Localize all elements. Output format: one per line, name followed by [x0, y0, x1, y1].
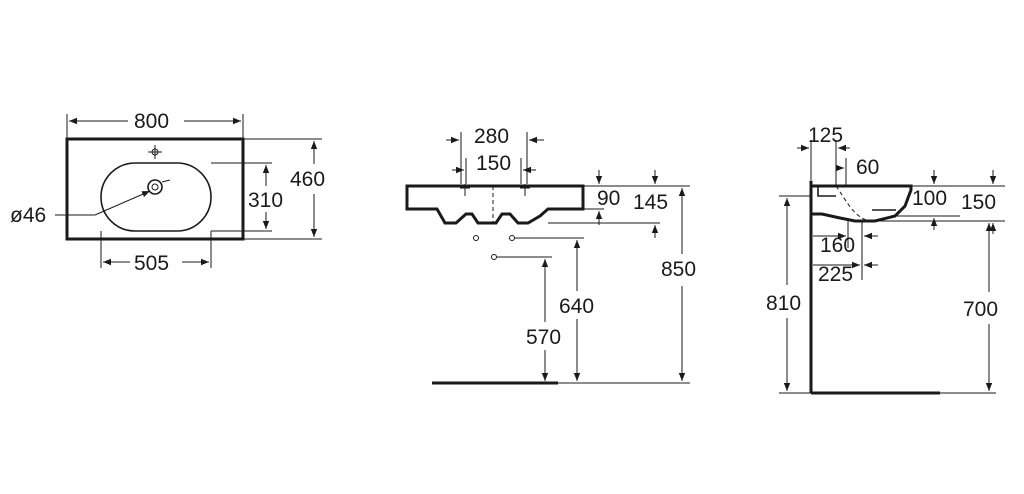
rim-label: 90: [597, 187, 620, 210]
dim-width: [66, 114, 244, 139]
side-overall-depth-label: 225: [818, 263, 853, 286]
height-label: 850: [661, 258, 696, 281]
side-rim-total-label: 150: [961, 191, 996, 214]
front-view: 280 150 90 145 850 640: [405, 125, 696, 385]
bowl-depth-label: 310: [248, 189, 283, 212]
dim-height: [558, 188, 690, 384]
side-rim-label: 100: [912, 187, 947, 210]
floor-height-label: 700: [963, 298, 998, 321]
dim-side-rim: [875, 170, 1005, 234]
tap-marks: [460, 184, 530, 196]
waste-upper-label: 640: [559, 295, 594, 318]
side-view: 125 60 100 150 160 225: [766, 124, 1005, 395]
tap-hole-icon: [148, 145, 162, 159]
wall-height-label: 810: [766, 292, 801, 315]
dim-floor-height: [940, 223, 996, 394]
dim-bowl-depth: [211, 162, 272, 232]
tap-spacing-label: 280: [474, 125, 509, 148]
rim-total-label: 145: [633, 191, 668, 214]
width-label: 800: [134, 110, 169, 133]
dim-waste-lower: [497, 256, 552, 381]
dim-tap-spacing: [446, 132, 544, 184]
waste-hole-2: [509, 235, 515, 241]
side-bowl-depth-label: 160: [820, 234, 855, 257]
dim-wall-height: [779, 195, 811, 394]
waste-hole-1: [473, 235, 479, 241]
bowl-outline-top: [100, 162, 212, 232]
basin-outline-front: [405, 184, 585, 225]
depth-label: 460: [290, 168, 325, 191]
top-offset-label: 125: [808, 124, 843, 147]
dim-rim: [548, 170, 690, 238]
waste-hole-3: [491, 254, 497, 260]
waste-lower-label: 570: [526, 326, 561, 349]
drain-icon: [147, 179, 171, 195]
dim-depth: [243, 138, 322, 240]
dim-top-offset: [797, 140, 850, 186]
dim-bowl-width: [100, 231, 212, 268]
top-view: 800 460 310 505 ø46: [10, 110, 325, 275]
top-inner-label: 60: [856, 156, 879, 179]
drain-label: ø46: [10, 204, 46, 227]
bowl-width-label: 505: [134, 252, 169, 275]
dim-waste-upper: [514, 237, 584, 381]
basin-outline-side: [811, 184, 913, 223]
tap-spacing-inner-label: 150: [476, 152, 511, 175]
dim-side-depth: [813, 218, 878, 280]
basin-outline-top: [65, 137, 245, 241]
